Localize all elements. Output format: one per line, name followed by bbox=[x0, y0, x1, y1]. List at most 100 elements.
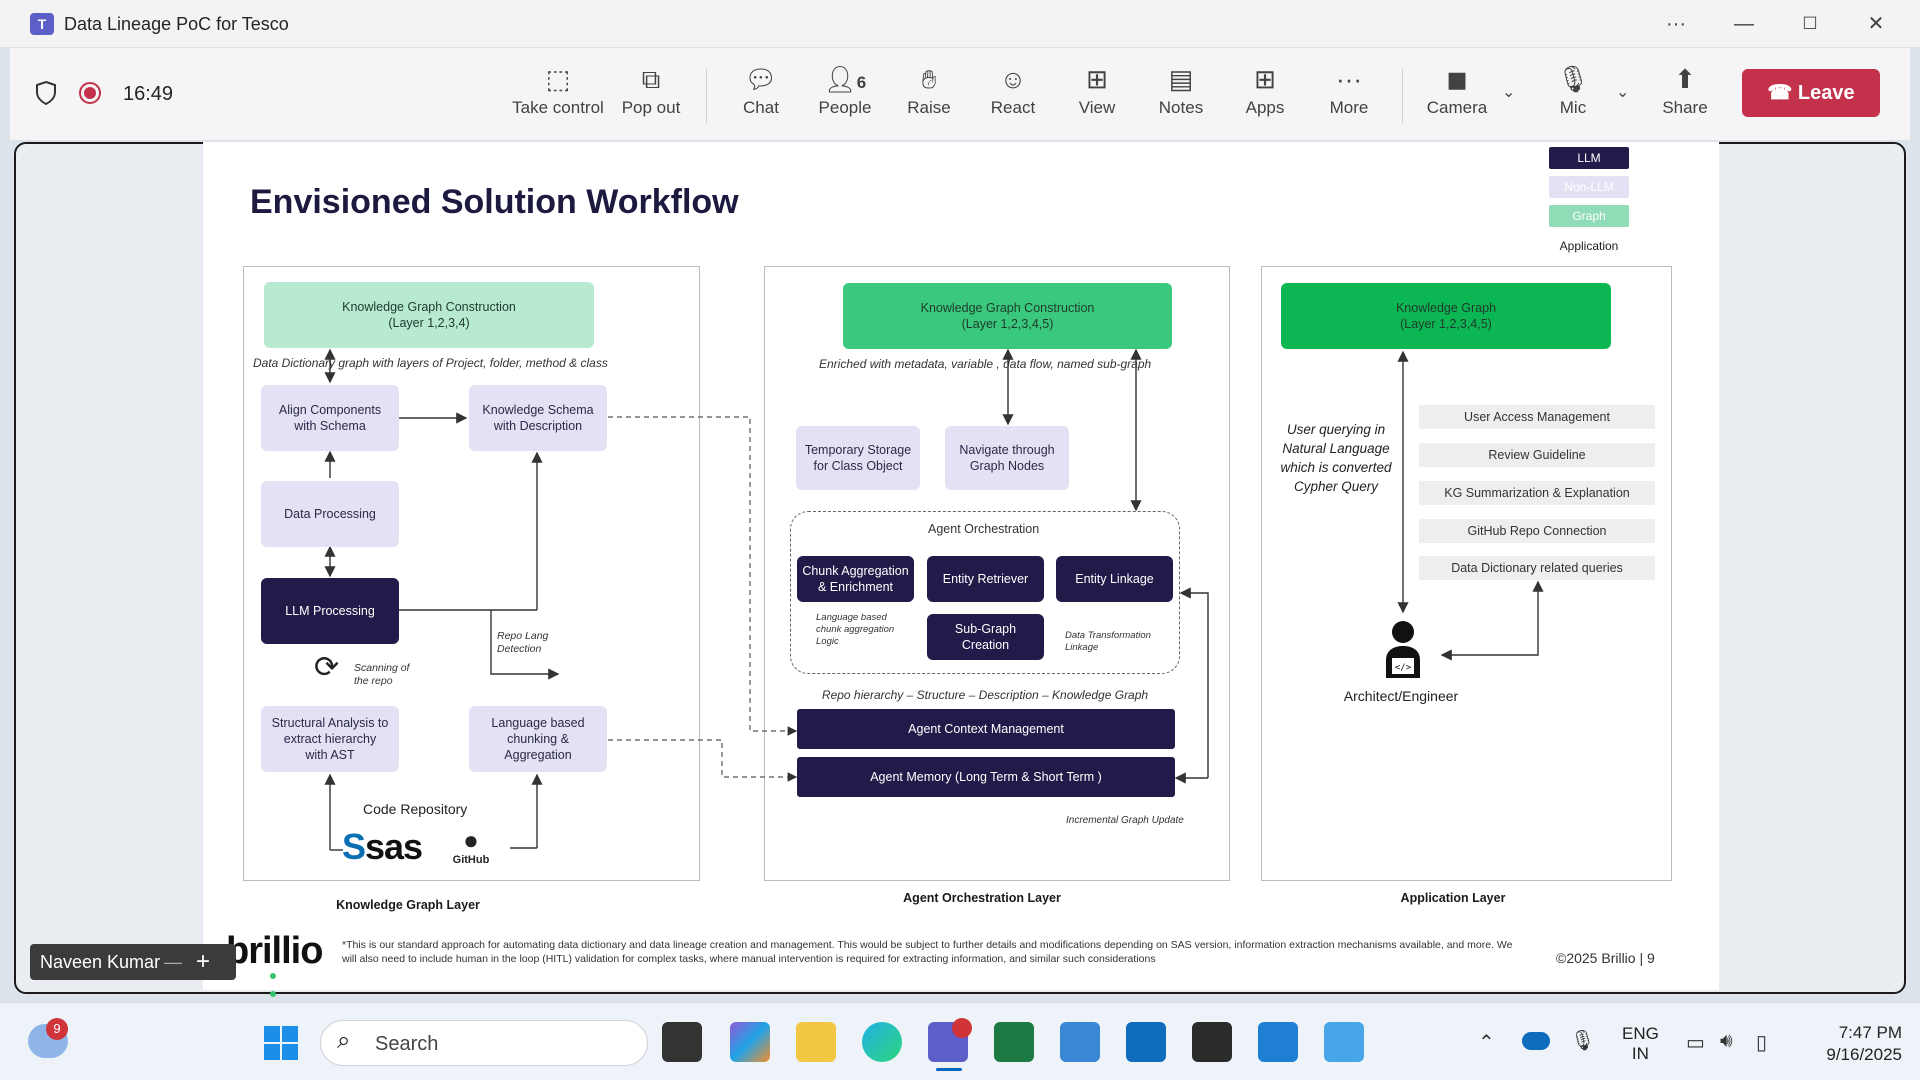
scanning-repo-label: Scanning of the repo bbox=[354, 662, 410, 687]
edge-browser-icon[interactable] bbox=[862, 1022, 902, 1062]
chat-button[interactable]: 💬︎Chat bbox=[716, 60, 806, 118]
people-count: 6 bbox=[856, 73, 867, 92]
smiley-icon: ☺ bbox=[999, 64, 1027, 94]
more-icon: ··· bbox=[1336, 64, 1362, 94]
minimize-chip-icon[interactable]: — bbox=[164, 952, 182, 972]
people-icon: 👤︎6 bbox=[823, 64, 867, 94]
onedrive-cloud-icon[interactable] bbox=[1522, 1032, 1550, 1050]
refresh-cycle-icon: ⟳ bbox=[314, 651, 340, 684]
legend-non-llm: Non-LLM bbox=[1549, 176, 1629, 198]
notes-icon: ▤ bbox=[1168, 64, 1194, 94]
footer-disclaimer: *This is our standard approach for autom… bbox=[342, 939, 1513, 965]
teams-notification-dot bbox=[952, 1018, 972, 1038]
app-item-user-access: User Access Management bbox=[1419, 405, 1655, 429]
enriched-metadata-caption: Enriched with metadata, variable , data … bbox=[819, 357, 1152, 371]
grid-icon: ⊞ bbox=[1086, 64, 1108, 94]
entity-linkage-box: Entity Linkage bbox=[1056, 556, 1173, 602]
camera-options-chevron-icon[interactable]: ⌄ bbox=[1502, 84, 1516, 101]
shield-icon[interactable] bbox=[34, 80, 58, 106]
mic-muted-tray-icon[interactable]: 🎙︎ bbox=[1570, 1030, 1596, 1052]
notepad-app-icon[interactable] bbox=[1060, 1022, 1100, 1062]
raise-hand-button[interactable]: ✋︎Raise bbox=[884, 60, 974, 118]
subgraph-creation-box: Sub-Graph Creation bbox=[927, 614, 1044, 660]
react-button[interactable]: ☺React bbox=[968, 60, 1058, 118]
pop-out-icon: ⧉ bbox=[641, 64, 661, 94]
brillio-logo-dots bbox=[270, 966, 286, 997]
app-knowledge-graph-box: Knowledge Graph (Layer 1,2,3,4,5) bbox=[1281, 283, 1611, 349]
leave-button[interactable]: ☎ Leave bbox=[1742, 69, 1880, 117]
slide-title: Envisioned Solution Workflow bbox=[250, 183, 739, 221]
m365-app-icon[interactable] bbox=[730, 1022, 770, 1062]
agent-orchestration-title: Agent Orchestration bbox=[928, 522, 1040, 536]
legend-graph: Graph bbox=[1549, 205, 1629, 227]
data-dictionary-caption: Data Dictionary graph with layers of Pro… bbox=[253, 356, 608, 370]
camera-button[interactable]: ◼︎Camera bbox=[1412, 60, 1502, 118]
agent-kg-construction-box: Knowledge Graph Construction (Layer 1,2,… bbox=[843, 283, 1172, 349]
user-query-note: User querying in Natural Language which … bbox=[1280, 422, 1392, 494]
kg-layer-panel bbox=[243, 266, 700, 881]
app-item-kg-summarization: KG Summarization & Explanation bbox=[1419, 481, 1655, 505]
add-apps-icon: ⊞ bbox=[1254, 64, 1276, 94]
mic-options-chevron-icon[interactable]: ⌄ bbox=[1616, 84, 1630, 101]
app-layer-caption: Application Layer bbox=[1400, 891, 1506, 905]
legend-application: Application bbox=[1559, 239, 1619, 253]
photos-app-icon[interactable] bbox=[1324, 1022, 1364, 1062]
repo-hierarchy-caption: Repo hierarchy – Structure – Description… bbox=[821, 688, 1149, 702]
apps-button[interactable]: ⊞Apps bbox=[1220, 60, 1310, 118]
terminal-app-icon[interactable] bbox=[1192, 1022, 1232, 1062]
view-button[interactable]: ⊞View bbox=[1052, 60, 1142, 118]
add-chip-icon[interactable]: + bbox=[196, 948, 211, 975]
entity-retriever-box: Entity Retriever bbox=[927, 556, 1044, 602]
notes-button[interactable]: ▤Notes bbox=[1136, 60, 1226, 118]
agent-layer-caption: Agent Orchestration Layer bbox=[903, 891, 1061, 905]
phone-hangup-icon: ☎ bbox=[1767, 82, 1798, 104]
windows-start-icon[interactable] bbox=[262, 1024, 300, 1062]
maximize-button[interactable]: ☐ bbox=[1802, 14, 1818, 33]
language-chunk-logic-label: Language based chunk aggregation Logic bbox=[816, 612, 895, 647]
excel-app-icon[interactable] bbox=[994, 1022, 1034, 1062]
app-item-data-dictionary: Data Dictionary related queries bbox=[1419, 556, 1655, 580]
title-bar bbox=[0, 0, 1920, 48]
agent-memory-box: Agent Memory (Long Term & Short Term ) bbox=[797, 757, 1175, 797]
show-hidden-icons-chevron-icon[interactable]: ⌃ bbox=[1478, 1032, 1495, 1054]
hand-icon: ✋︎ bbox=[921, 64, 937, 94]
app-item-github-repo: GitHub Repo Connection bbox=[1419, 519, 1655, 543]
meeting-toolbar bbox=[10, 48, 1910, 140]
take-control-button[interactable]: ⬚Take control bbox=[512, 60, 604, 118]
outlook-app-icon[interactable] bbox=[1126, 1022, 1166, 1062]
vscode-app-icon[interactable] bbox=[1258, 1022, 1298, 1062]
toolbar-divider bbox=[1402, 68, 1403, 124]
sas-logo: Ssas bbox=[342, 826, 423, 867]
file-explorer-icon[interactable] bbox=[796, 1022, 836, 1062]
data-transformation-label: Data Transformation Linkage bbox=[1065, 630, 1151, 653]
knowledge-schema-box: Knowledge Schema with Description bbox=[469, 385, 607, 451]
share-button[interactable]: ⬆︎Share bbox=[1640, 60, 1730, 118]
network-icon[interactable]: ▭ bbox=[1686, 1032, 1705, 1054]
battery-icon[interactable]: ▯ bbox=[1756, 1032, 1768, 1054]
toolbar-divider bbox=[706, 68, 707, 124]
close-button[interactable]: ✕ bbox=[1867, 13, 1885, 35]
agent-orchestration-group bbox=[790, 511, 1180, 674]
recording-icon bbox=[79, 82, 101, 104]
incremental-update-label: Incremental Graph Update bbox=[1066, 815, 1184, 826]
svg-text:</>: </> bbox=[1395, 663, 1412, 673]
more-options-icon[interactable]: ··· bbox=[1666, 13, 1686, 35]
repo-lang-detection-label: Repo Lang Detection bbox=[497, 630, 549, 655]
teams-logo-icon: T bbox=[30, 13, 54, 35]
chunk-aggregation-box: Chunk Aggregation & Enrichment bbox=[797, 556, 914, 602]
mic-button[interactable]: 🎙︎Mic bbox=[1528, 60, 1618, 118]
pop-out-button[interactable]: ⧉Pop out bbox=[606, 60, 696, 118]
slide-copyright: ©2025 Brillio | 9 bbox=[1556, 950, 1655, 966]
taskbar-search-box[interactable]: ⌕Search bbox=[320, 1020, 648, 1066]
participant-name-chip[interactable]: Naveen Kumar—+ bbox=[30, 944, 236, 980]
minimize-button[interactable]: — bbox=[1734, 13, 1754, 35]
legend-llm: LLM bbox=[1549, 147, 1629, 169]
more-button[interactable]: ···More bbox=[1304, 60, 1394, 118]
volume-icon[interactable]: 🔊︎ bbox=[1720, 1030, 1733, 1052]
code-repository-label: Code Repository bbox=[363, 801, 468, 817]
navigate-graph-box: Navigate through Graph Nodes bbox=[945, 426, 1069, 490]
task-view-icon[interactable] bbox=[662, 1022, 702, 1062]
